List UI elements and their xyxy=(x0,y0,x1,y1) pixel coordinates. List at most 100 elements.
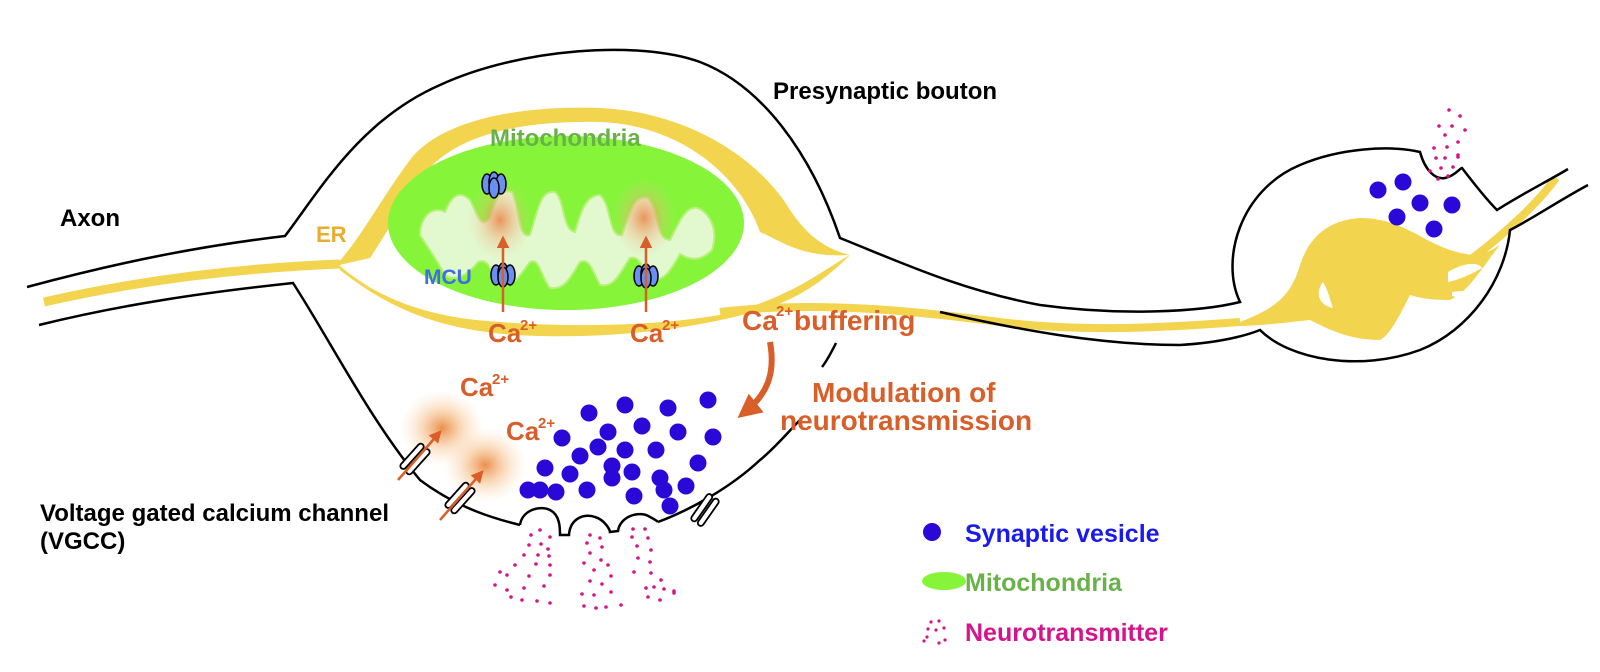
neurotransmitter-particle xyxy=(1458,114,1462,118)
synaptic-vesicle xyxy=(603,469,621,487)
neurotransmitter-particle xyxy=(529,533,533,537)
vesicle-cluster-second xyxy=(1369,173,1461,238)
neurotransmitter-particle xyxy=(535,599,539,603)
label-ca-cytosol-1: Ca 2+ xyxy=(460,371,509,402)
legend-item-synaptic-vesicle: Synaptic vesicle xyxy=(923,520,1160,548)
synaptic-vesicle xyxy=(519,481,537,499)
neurotransmitter-particle xyxy=(646,536,650,540)
neurotransmitter-particle xyxy=(493,583,497,587)
ca-glow-mito-2 xyxy=(612,178,676,258)
synaptic-vesicle xyxy=(625,487,643,505)
label-ca-buffering: Ca 2+ buffering xyxy=(742,303,915,336)
buffering-arrow-icon xyxy=(737,341,775,419)
synaptic-vesicle xyxy=(655,481,673,499)
ca-influx-arrow-icon xyxy=(439,470,484,521)
synaptic-vesicle xyxy=(647,441,665,459)
neurotransmitter-particle xyxy=(636,556,640,560)
mcu-channels xyxy=(481,171,659,289)
neurotransmitter-particle xyxy=(635,544,639,548)
label-modulation-line2: neurotransmission xyxy=(780,405,1032,436)
neurotransmitter-particle xyxy=(536,553,540,557)
mitochondria-ellipse-icon xyxy=(922,572,966,590)
neurotransmitter-particle xyxy=(609,590,613,594)
svg-text:Ca: Ca xyxy=(630,318,664,348)
neurotransmitter-particle xyxy=(505,588,509,592)
label-modulation-line1: Modulation of xyxy=(812,377,996,408)
neurotransmitter-particle xyxy=(534,562,538,566)
neurotransmitter-particle xyxy=(1456,140,1460,144)
neurotransmitter-particle xyxy=(505,573,509,577)
neurotransmitter-particle xyxy=(631,527,635,531)
neurotransmitter-particle xyxy=(509,595,513,599)
vgcc-channel-inactive-icon xyxy=(690,493,720,527)
synaptic-vesicle xyxy=(536,459,554,477)
neurotransmitter-particle xyxy=(1446,174,1450,178)
svg-text:2+: 2+ xyxy=(520,317,537,334)
er-bouton2-hole2 xyxy=(1448,263,1482,282)
label-mitochondria: Mitochondria xyxy=(490,125,641,152)
neurotransmitter-particle xyxy=(520,598,524,602)
vesicle-dot-icon xyxy=(923,523,941,541)
mcu-icon xyxy=(481,171,507,199)
neurotransmitter-particle xyxy=(498,570,502,574)
synaptic-vesicle xyxy=(669,423,687,441)
synaptic-vesicle xyxy=(1411,194,1429,212)
synaptic-vesicle xyxy=(704,428,722,446)
neurotransmitter-particle xyxy=(582,561,586,565)
label-axon: Axon xyxy=(60,205,120,232)
label-presynaptic-bouton: Presynaptic bouton xyxy=(773,78,997,105)
synaptic-vesicle xyxy=(603,457,621,475)
synaptic-vesicle xyxy=(578,481,596,499)
neurotransmitter-particle xyxy=(588,533,592,537)
label-ca-mito-1: Ca 2+ xyxy=(488,317,537,348)
legend-label: Mitochondria xyxy=(965,569,1123,597)
svg-text:Ca: Ca xyxy=(742,305,778,336)
neurotransmitter-particle xyxy=(644,586,648,590)
er-ring xyxy=(335,107,850,266)
er-axon-right xyxy=(1467,175,1560,264)
neurotransmitter-particle xyxy=(1445,145,1449,149)
svg-text:Ca: Ca xyxy=(506,416,540,446)
neurotransmitter-particle xyxy=(594,606,598,610)
synaptic-vesicle xyxy=(1394,173,1412,191)
neurotransmitter-particle xyxy=(546,547,550,551)
neurotransmitter-particle xyxy=(1456,155,1460,159)
svg-text:2+: 2+ xyxy=(662,317,679,334)
neurotransmitter-particle xyxy=(548,563,552,567)
ca-influx-arrow-icon xyxy=(397,430,442,481)
vgcc-channel-icon xyxy=(399,442,431,476)
label-ca-mito-2: Ca 2+ xyxy=(630,317,679,348)
neurotransmitter-particle xyxy=(632,570,636,574)
neurotransmitter-particle xyxy=(648,560,652,564)
synaptic-vesicle xyxy=(659,399,677,417)
synaptic-vesicle xyxy=(633,417,651,435)
neurotransmitter-particle xyxy=(630,535,634,539)
legend-label: Neurotransmitter xyxy=(965,619,1168,647)
er-network xyxy=(42,107,1560,340)
er-axon-strand xyxy=(42,259,341,307)
neurotransmitter-particle xyxy=(548,535,552,539)
bouton-bottom-membrane xyxy=(657,419,801,524)
ca-glow-mito-1 xyxy=(468,180,532,260)
vesicle-cluster-main xyxy=(519,391,722,515)
neurotransmitter-particle xyxy=(652,585,656,589)
neurotransmitter-particle xyxy=(1437,124,1441,128)
neurotransmitter-particle xyxy=(609,574,613,578)
label-er: ER xyxy=(316,222,347,247)
neurotransmitter-particle xyxy=(662,587,666,591)
neurotransmitter-release-second xyxy=(1428,108,1467,181)
synaptic-vesicle xyxy=(547,483,565,501)
legend: Synaptic vesicle Mitochondria Neurotrans… xyxy=(922,520,1168,647)
neurotransmitter-particle xyxy=(539,542,543,546)
svg-text:buffering: buffering xyxy=(794,305,915,336)
synaptic-vesicle xyxy=(1369,181,1387,199)
neurotransmitter-particle xyxy=(1439,166,1443,170)
svg-text:Ca: Ca xyxy=(488,318,522,348)
neurotransmitter-particle xyxy=(582,604,586,608)
neurotransmitter-particle xyxy=(599,558,603,562)
synaptic-vesicle xyxy=(531,481,549,499)
synaptic-vesicle xyxy=(561,465,579,483)
neurotransmitter-particle xyxy=(646,595,650,599)
neurotransmitter-particle xyxy=(658,598,662,602)
neurotransmitter-particle xyxy=(1428,169,1432,173)
